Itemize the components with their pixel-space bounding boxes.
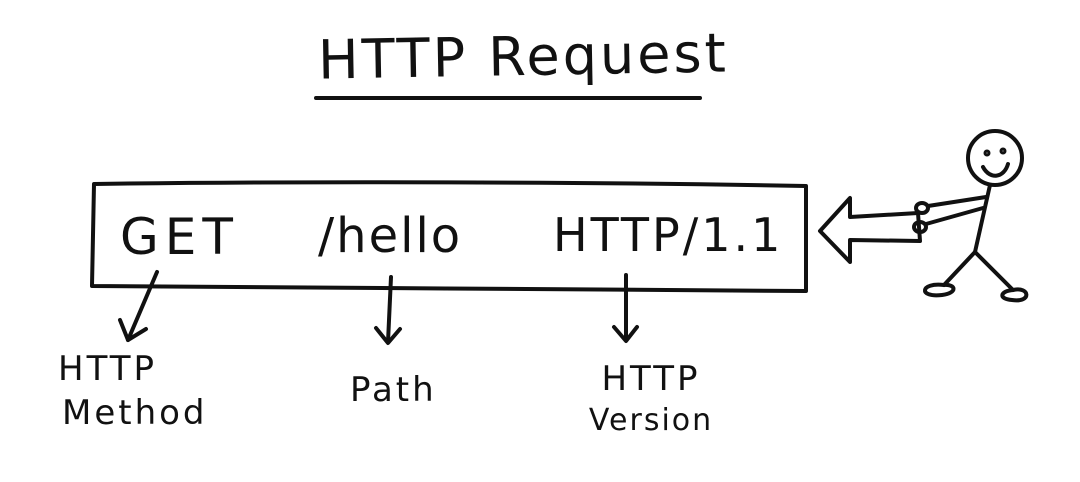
request-path: /hello <box>318 208 463 264</box>
method-label: HTTP Method <box>58 352 228 430</box>
request-version: HTTP/1.1 <box>553 208 784 262</box>
method-arrow <box>126 270 159 342</box>
request-method: GET <box>120 208 239 266</box>
stick-figure-icon <box>912 129 1029 303</box>
hollow-arrow-left-icon <box>818 196 922 264</box>
version-label: HTTP Version <box>576 362 726 436</box>
request-box <box>90 180 808 293</box>
path-label: Path <box>350 370 437 410</box>
method-arrowhead <box>118 318 148 342</box>
version-label-line1: HTTP <box>601 359 701 399</box>
path-arrow <box>386 275 393 344</box>
diagram-title: HTTP Request <box>317 21 730 92</box>
version-arrowhead <box>612 325 639 343</box>
version-label-line2: Version <box>588 403 714 438</box>
title-underline <box>314 95 702 100</box>
method-label-line2: Method <box>62 393 208 433</box>
method-label-line1: HTTP <box>58 349 158 389</box>
path-arrowhead <box>374 326 402 345</box>
